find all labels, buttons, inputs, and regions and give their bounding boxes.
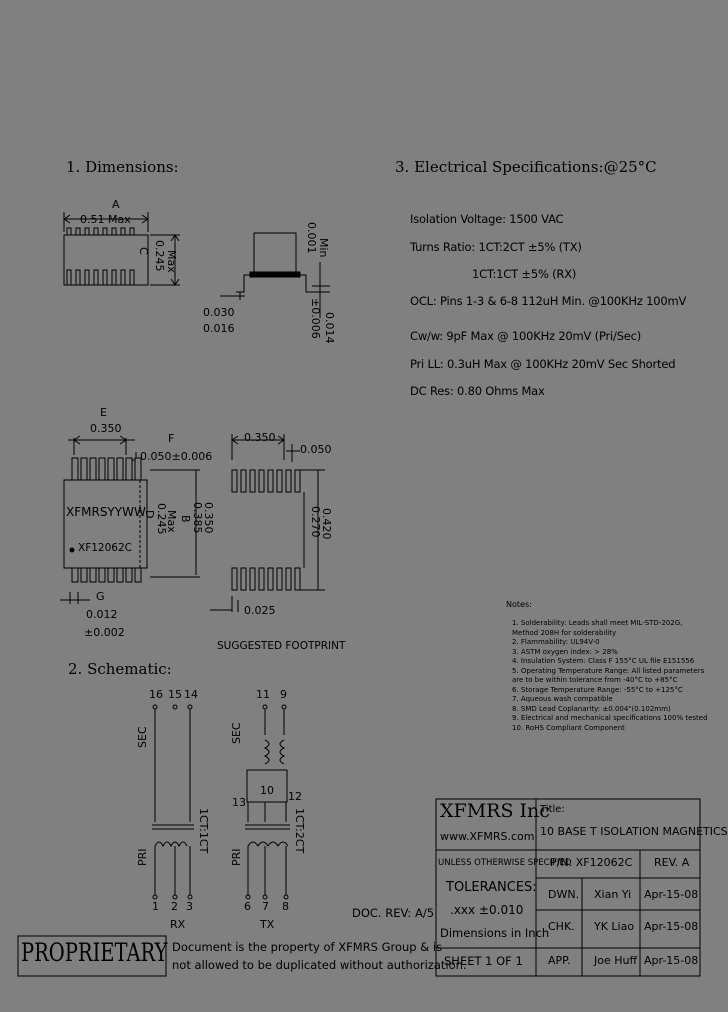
fp-pad: 0.025 (244, 604, 276, 617)
chk-label: CHK. (548, 920, 575, 933)
dim-lead-t: 0.014 (323, 312, 336, 344)
dim-e-letter: E (100, 406, 107, 419)
spec-cww: Cw/w: 9pF Max @ 100KHz 20mV (Pri/Sec) (410, 329, 642, 343)
note-item: 10. RoHS Compliant Component (512, 723, 625, 732)
company-name: XFMRS Inc (440, 800, 550, 822)
tolerance-value: .xxx ±0.010 (450, 903, 524, 917)
dim-a-value: 0.51 Max (80, 213, 131, 226)
doc-revision: DOC. REV: A/5 (352, 906, 435, 920)
footprint-label: SUGGESTED FOOTPRINT (217, 640, 346, 652)
spec-pri-ll: Pri LL: 0.3uH Max @ 100KHz 20mV Sec Shor… (410, 357, 676, 371)
note-item: Method 208H for solderability (512, 628, 617, 637)
note-item: 7. Aqueous wash compatible (512, 695, 613, 703)
app-label: APP. (548, 954, 571, 967)
tx-pin-9: 9 (280, 688, 287, 701)
note-item: 4. Insulation System: Class F 155°C UL f… (512, 657, 695, 665)
dims-in-inch: Dimensions in Inch (440, 926, 550, 940)
dim-b-value2: 0.350 (202, 502, 215, 534)
dim-c-max: Max (165, 250, 178, 273)
dwn-name: Xian Yi (594, 888, 632, 901)
dim-lead-w2: 0.016 (203, 322, 235, 335)
dim-g-value2: ±0.002 (84, 626, 125, 639)
title-label: Title: (540, 804, 565, 815)
note-item: 1. Solderability: Leads shall meet MIL-S… (512, 619, 683, 627)
proprietary-text-2: not allowed to be duplicated without aut… (172, 958, 467, 972)
tx-pin-13: 13 (232, 796, 246, 809)
part-marking: XFMRSYYWW (66, 505, 146, 519)
rx-pin-14: 14 (184, 688, 198, 701)
chk-date: Apr-15-08 (644, 920, 699, 933)
tx-pin-12: 12 (288, 790, 302, 803)
chk-name: YK Liao (594, 920, 635, 933)
tx-pin-6: 6 (244, 900, 251, 913)
electrical-heading: 3. Electrical Specifications:@25°C (395, 158, 657, 176)
dim-g-letter: G (96, 590, 105, 603)
note-item: 2. Flammability: UL94V-0 (512, 638, 600, 646)
dim-f-value: 0.050±0.006 (140, 450, 213, 463)
note-item: 8. SMD Lead Coplanarity: ±0.004"(0.102mm… (512, 704, 671, 713)
fp-pitch: 0.050 (300, 443, 332, 456)
rx-ratio: 1CT:1CT (197, 808, 210, 854)
rx-pin-3: 3 (186, 900, 193, 913)
spec-ocl: OCL: Pins 1-3 & 6-8 112uH Min. @100KHz 1… (410, 294, 687, 308)
tx-pin-10: 10 (260, 784, 274, 797)
dim-min-label: Min (317, 238, 330, 258)
fp-outer: 0.420 (320, 508, 333, 540)
unless-specified: UNLESS OTHERWISE SPECIFIED (438, 858, 572, 868)
spec-turns-tx: Turns Ratio: 1CT:2CT ±5% (TX) (410, 240, 582, 254)
tx-pri-label: PRI (230, 848, 243, 866)
fp-width: 0.350 (244, 431, 276, 444)
dwn-date: Apr-15-08 (644, 888, 699, 901)
tx-sec-label: SEC (230, 722, 243, 744)
note-item: 9. Electrical and mechanical specificati… (512, 714, 708, 722)
revision: REV. A (654, 856, 690, 869)
notes-list: 1. Solderability: Leads shall meet MIL-S… (512, 619, 708, 733)
tolerances-label: TOLERANCES: (446, 880, 537, 895)
rx-sec-label: SEC (136, 726, 149, 748)
app-date: Apr-15-08 (644, 954, 699, 967)
tx-ratio: 1CT:2CT (293, 808, 306, 854)
dwn-label: DWN. (548, 888, 580, 901)
dim-c-letter: C (137, 247, 150, 255)
schematic-heading: 2. Schematic: (68, 660, 172, 678)
note-item: 5. Operating Temperature Range: All list… (512, 666, 705, 675)
dimensions-heading: 1. Dimensions: (66, 158, 179, 176)
rx-pin-16: 16 (149, 688, 163, 701)
part-number: P/N: XF12062C (550, 856, 633, 869)
spec-turns-rx: 1CT:1CT ±5% (RX) (472, 267, 577, 281)
tx-pin-7: 7 (262, 900, 269, 913)
tx-pin-8: 8 (282, 900, 289, 913)
proprietary-text-1: Document is the property of XFMRS Group … (172, 940, 443, 954)
note-item: 3. ASTM oxygen index: > 28% (512, 647, 618, 656)
rx-pin-15: 15 (168, 688, 182, 701)
rx-pin-1: 1 (152, 900, 159, 913)
part-number-marking: XF12062C (78, 542, 132, 554)
dim-a-letter: A (112, 198, 120, 211)
dim-lead-w: 0.030 (203, 306, 235, 319)
dim-e-value: 0.350 (90, 422, 122, 435)
notes-title: Notes: (506, 600, 532, 609)
company-website: www.XFMRS.com (440, 830, 535, 843)
rx-pri-label: PRI (136, 848, 149, 866)
rx-pin-2: 2 (171, 900, 178, 913)
rx-label: RX (170, 918, 186, 931)
note-item: 6. Storage Temperature Range: -55°C to +… (512, 685, 683, 694)
dim-g-value: 0.012 (86, 608, 118, 621)
dim-f-letter: F (168, 432, 175, 445)
dim-d-max: Max (165, 510, 178, 533)
spec-isolation: Isolation Voltage: 1500 VAC (410, 212, 564, 226)
dim-lead-t2: ±0.006 (309, 298, 322, 339)
note-item: are to be within tolerance from -40°C to… (512, 676, 678, 684)
spec-dc-res: DC Res: 0.80 Ohms Max (410, 384, 545, 398)
drawing-title: 10 BASE T ISOLATION MAGNETICS (540, 825, 728, 838)
app-name: Joe Huff (594, 954, 638, 967)
tx-label: TX (260, 918, 275, 931)
sheet-number: SHEET 1 OF 1 (444, 954, 523, 968)
tx-pin-11: 11 (256, 688, 270, 701)
proprietary-label: PROPRIETARY (21, 938, 168, 967)
